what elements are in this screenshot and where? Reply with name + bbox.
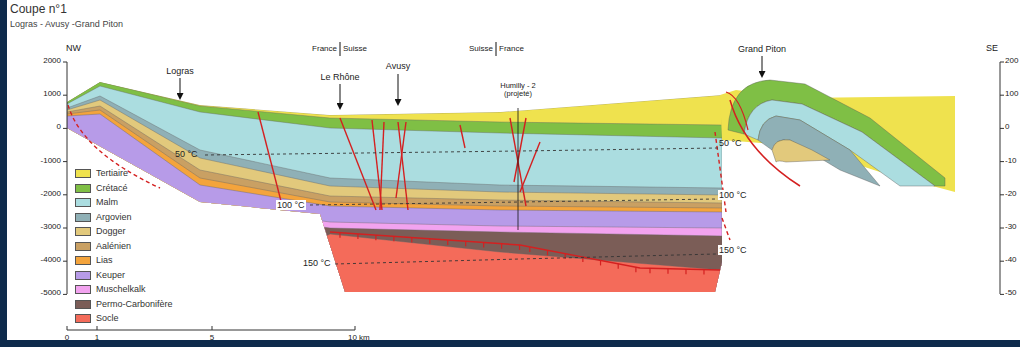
- rock-layer: [67, 100, 722, 300]
- depth-value: -20: [1005, 189, 1017, 198]
- isotherms: [205, 148, 718, 264]
- depth-value: -1000: [41, 156, 61, 165]
- rock-layer: [67, 106, 722, 300]
- place-name: Le Rhône: [320, 72, 359, 82]
- isotherm-label: 150 °C: [718, 245, 748, 255]
- depth-value: -5000: [41, 288, 61, 297]
- rock-layer: [67, 114, 722, 300]
- rock-layer: [67, 86, 722, 300]
- orientation: NW: [66, 43, 81, 53]
- legend-swatch: [75, 198, 91, 207]
- legend-swatch: [75, 227, 91, 236]
- faults: [68, 105, 730, 270]
- depth-value: -10: [1005, 156, 1017, 165]
- country-name: Suisse: [343, 44, 367, 53]
- rock-layer: [67, 234, 722, 300]
- legend-swatch: [75, 242, 91, 251]
- legend-label: Aalénien: [96, 241, 131, 251]
- place-name: Avusy: [386, 61, 410, 71]
- legend-label: Dogger: [96, 226, 126, 236]
- isotherm-label: 50 °C: [719, 138, 742, 148]
- axes: [63, 62, 1004, 330]
- rock-layer: [67, 110, 722, 300]
- depth-value: 1000: [43, 89, 61, 98]
- depth-value: -3000: [41, 222, 61, 231]
- depth-value: 2000: [43, 56, 61, 65]
- place-name: Grand Piton: [738, 44, 786, 54]
- isotherm-label: 50 °C: [175, 149, 198, 159]
- depth-value: -50: [1005, 288, 1017, 297]
- legend-label: Socle: [96, 313, 119, 323]
- legend-label: Keuper: [96, 270, 125, 280]
- depth-value: 200: [1005, 56, 1018, 65]
- legend-swatch: [75, 169, 91, 178]
- legend-label: Malm: [96, 197, 118, 207]
- legend-label: Tertiaire: [96, 168, 128, 178]
- location-arrows: [180, 42, 762, 108]
- country-name: France: [499, 44, 524, 53]
- depth-value: -40: [1005, 255, 1017, 264]
- legend-label: Muschelkalk: [96, 284, 146, 294]
- legend-label: Lias: [96, 255, 113, 265]
- distance-value: 1: [95, 333, 99, 342]
- isotherm-label: 100 °C: [276, 200, 306, 210]
- legend-swatch: [75, 213, 91, 222]
- rock-layer: [67, 210, 722, 300]
- depth-value: -2000: [41, 189, 61, 198]
- legend-swatch: [75, 285, 91, 294]
- depth-value: -30: [1005, 222, 1017, 231]
- distance-value: 5: [210, 333, 214, 342]
- rock-layer: [67, 82, 722, 300]
- rock-layer: [67, 96, 722, 300]
- legend-swatch: [75, 256, 91, 265]
- depth-value: 100: [1005, 89, 1018, 98]
- orientation: SE: [986, 43, 998, 53]
- legend-swatch: [75, 314, 91, 323]
- subtitle: Logras - Avusy -Grand Piton: [10, 19, 123, 29]
- rock-layer: [67, 82, 722, 300]
- distance-value: 0: [65, 333, 69, 342]
- legend-label: Argovien: [96, 212, 132, 222]
- legend-swatch: [75, 184, 91, 193]
- isotherm-label: 100 °C: [718, 190, 748, 200]
- depth-value: 0: [1005, 122, 1009, 131]
- section-title: Coupe n°1: [10, 3, 67, 17]
- legend-swatch: [75, 271, 91, 280]
- distance-value: 10 km: [348, 333, 370, 342]
- country-name: Suisse: [469, 44, 493, 53]
- legend-label: Crétacé: [96, 183, 128, 193]
- isotherm-label: 150 °C: [302, 258, 332, 268]
- legend-label: Permo-Carbonifère: [96, 299, 173, 309]
- depth-value: 0: [57, 122, 61, 131]
- grand-piton-fold: [720, 80, 955, 192]
- legend-swatch: [75, 300, 91, 309]
- country-name: France: [312, 44, 337, 53]
- rock-layer: [67, 205, 722, 300]
- well-name: Humilly - 2 (projeté): [493, 82, 543, 99]
- place-name: Logras: [166, 66, 194, 76]
- depth-value: -4000: [41, 255, 61, 264]
